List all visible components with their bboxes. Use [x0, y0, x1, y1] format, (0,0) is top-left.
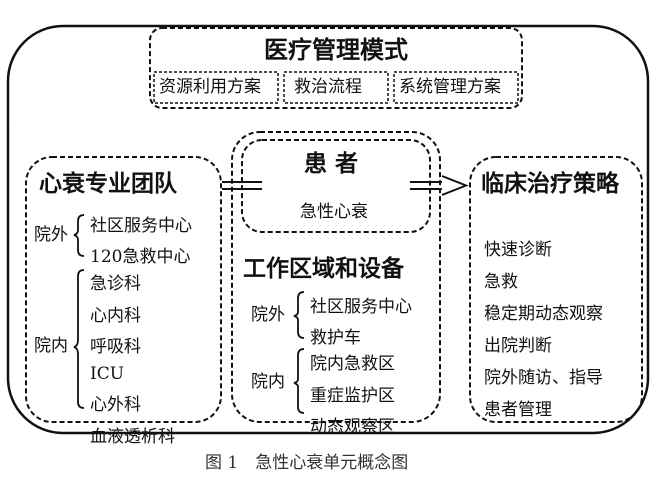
list-item: 院外随访、指导 [484, 368, 603, 388]
list-item: 心内科 [90, 305, 141, 326]
list-item: 患者管理 [484, 400, 552, 420]
work-box [231, 131, 441, 423]
strategy-list: 快速诊断 急救 稳定期动态观察 出院判断 院外随访、指导 患者管理 [484, 235, 603, 420]
system-plan-label: 系统管理方案 [399, 77, 501, 97]
work-inside-list: 院内急救区 重症监护区 动态观察区 [310, 349, 395, 437]
brace-center-outside [293, 291, 305, 339]
list-item: 出院判断 [484, 336, 552, 356]
figure-caption: 图 1 急性心衰单元概念图 [205, 453, 409, 473]
team-inside-list: 急诊科 心内科 呼吸科 ICU 心外科 血液透析科 [90, 269, 175, 447]
team-outside-list: 社区服务中心 120急救中心 [90, 211, 192, 267]
list-item: 稳定期动态观察 [484, 304, 603, 324]
list-item: 血液透析科 [90, 426, 175, 447]
list-item: 快速诊断 [484, 240, 552, 260]
system-box [393, 71, 519, 104]
resource-plan-label: 资源利用方案 [159, 77, 261, 97]
work-inside-label: 院内 [251, 372, 285, 392]
rescue-flow-label: 救治流程 [294, 77, 362, 97]
management-title: 医疗管理模式 [264, 35, 408, 64]
list-item: 社区服务中心 [310, 297, 412, 317]
patient-condition: 急性心衰 [300, 202, 368, 222]
rescue-box [283, 71, 389, 104]
list-item: 心外科 [90, 395, 141, 415]
list-item: 重症监护区 [310, 385, 395, 406]
list-item: 动态观察区 [310, 417, 395, 437]
list-item: 急救 [484, 272, 518, 292]
list-item: 120急救中心 [90, 247, 191, 267]
brace-left-outside [73, 214, 85, 257]
list-item: 社区服务中心 [90, 216, 192, 236]
team-box [25, 156, 222, 423]
list-item: 救护车 [310, 328, 361, 348]
team-outside-label: 院外 [34, 225, 68, 245]
list-item: 急诊科 [90, 274, 141, 294]
management-box [149, 27, 523, 109]
list-item: ICU [90, 363, 125, 384]
work-outside-list: 社区服务中心 救护车 [310, 292, 412, 348]
list-item: 呼吸科 [90, 337, 141, 357]
work-outside-label: 院外 [251, 305, 285, 325]
patient-box [241, 139, 431, 233]
resource-box [153, 71, 279, 104]
patient-title: 患 者 [304, 150, 359, 177]
brace-center-inside [293, 348, 305, 414]
strategy-title: 临床治疗策略 [481, 170, 619, 197]
brace-left-inside [73, 269, 85, 409]
team-title: 心衰专业团队 [39, 170, 177, 197]
list-item: 院内急救区 [310, 354, 395, 374]
work-title: 工作区域和设备 [243, 255, 404, 282]
outer-frame [6, 24, 650, 435]
strategy-box [469, 156, 643, 423]
team-inside-label: 院内 [34, 336, 68, 356]
